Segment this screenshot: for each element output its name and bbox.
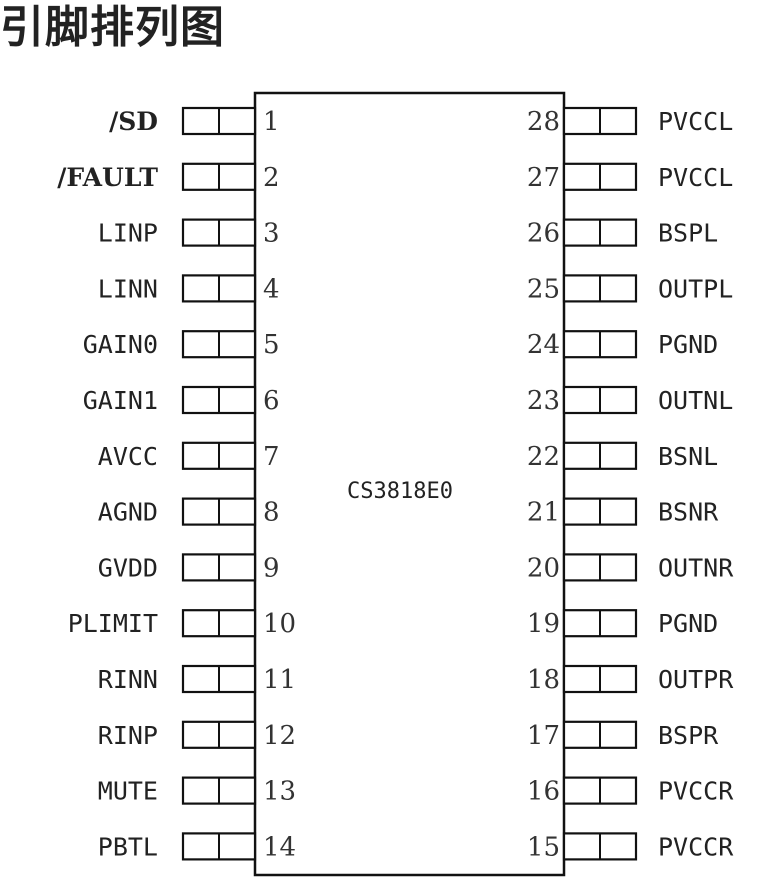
pin-number-left: 2 [263, 163, 280, 193]
chip-name: CS3818E0 [347, 479, 453, 504]
pin-pad-left [181, 162, 257, 191]
pin-pad-left [181, 609, 257, 638]
pin-number-left: 9 [263, 553, 280, 583]
pin-number-left: 12 [263, 721, 296, 751]
pin-name-left: AGND [98, 498, 158, 527]
pin-name-right: PVCCL [658, 163, 733, 192]
pin-name-right: PGND [658, 609, 718, 638]
pin-name-left: MUTE [98, 777, 158, 806]
pin-name-right: BSPL [658, 219, 718, 248]
pin-name-left: PBTL [98, 832, 158, 861]
pin-number-right: 26 [527, 219, 560, 249]
pin-pad-left [181, 106, 257, 136]
pin-number-left: 14 [263, 832, 296, 862]
pin-pad-left [181, 832, 257, 861]
pin-name-right: PVCCR [658, 832, 734, 861]
pin-name-left: LINN [98, 274, 158, 303]
page-title: 引脚排列图 [0, 2, 225, 53]
pin-number-left: 11 [263, 665, 296, 695]
pin-pad-left [181, 497, 257, 526]
pin-pad-left [181, 776, 257, 805]
pin-name-left: GAIN0 [83, 330, 158, 359]
pin-pad-left [181, 330, 257, 359]
pin-number-left: 1 [263, 107, 280, 137]
pin-name-left: LINP [98, 219, 158, 248]
pin-number-left: 8 [263, 498, 280, 528]
pin-number-right: 25 [527, 274, 560, 304]
pin-name-right: PVCCL [658, 107, 733, 136]
pin-name-left: /FAULT [57, 163, 158, 192]
pin-pad-left [181, 720, 257, 749]
pin-pad-right [562, 832, 638, 861]
pin-number-right: 21 [527, 498, 560, 528]
pin-pad-left [181, 385, 257, 415]
pin-pad-left [181, 218, 257, 247]
pin-pad-right [562, 330, 638, 359]
pin-name-right: OUTPL [658, 274, 733, 303]
pin-name-right: BSPR [658, 721, 719, 750]
pin-pad-left [181, 553, 257, 582]
pin-pad-right [562, 441, 638, 470]
pin-pad-right [562, 664, 638, 694]
pin-name-right: OUTPR [658, 665, 734, 694]
pin-number-right: 15 [527, 832, 560, 862]
pin-number-left: 4 [263, 274, 280, 304]
pin-number-right: 17 [527, 721, 560, 751]
pin-pad-right [562, 720, 638, 749]
pin-name-right: BSNR [658, 498, 719, 527]
pin-number-left: 5 [263, 330, 280, 360]
pin-number-left: 7 [263, 442, 280, 472]
pin-pad-right [562, 162, 638, 191]
pin-number-right: 22 [527, 442, 560, 472]
pin-name-left: /SD [109, 107, 158, 136]
pin-number-right: 24 [527, 330, 560, 360]
pin-name-right: OUTNR [658, 553, 734, 582]
pin-number-right: 27 [527, 163, 560, 193]
pin-number-right: 20 [527, 553, 560, 583]
pin-pad-right [562, 385, 638, 415]
pin-pad-left [181, 441, 257, 470]
pin-name-right: OUTNL [658, 386, 733, 415]
pin-name-right: BSNL [658, 442, 718, 471]
pin-pad-left [181, 664, 257, 694]
pin-name-left: RINP [98, 721, 158, 750]
pin-number-left: 6 [263, 386, 280, 416]
pin-number-left: 10 [263, 609, 296, 639]
pin-pad-right [562, 609, 638, 638]
pin-number-left: 13 [263, 777, 296, 807]
chip-body [253, 91, 566, 877]
pin-name-right: PGND [658, 330, 718, 359]
pin-pad-right [562, 106, 638, 136]
pin-pad-right [562, 218, 638, 247]
pin-number-right: 28 [527, 107, 560, 137]
pin-name-left: GVDD [98, 553, 158, 582]
pin-number-right: 16 [527, 777, 560, 807]
pin-pad-left [181, 274, 257, 303]
pin-name-left: PLIMIT [68, 609, 158, 638]
pin-number-right: 19 [527, 609, 560, 639]
pin-pad-right [562, 553, 638, 582]
pin-name-right: PVCCR [658, 777, 734, 806]
pin-pad-right [562, 274, 638, 303]
pin-pad-right [562, 497, 638, 526]
pin-name-left: GAIN1 [83, 386, 158, 415]
pin-number-right: 23 [527, 386, 560, 416]
pin-number-left: 3 [263, 219, 280, 249]
pin-name-left: AVCC [98, 442, 158, 471]
pin-number-right: 18 [527, 665, 560, 695]
pin-pad-right [562, 776, 638, 805]
pin-name-left: RINN [98, 665, 158, 694]
